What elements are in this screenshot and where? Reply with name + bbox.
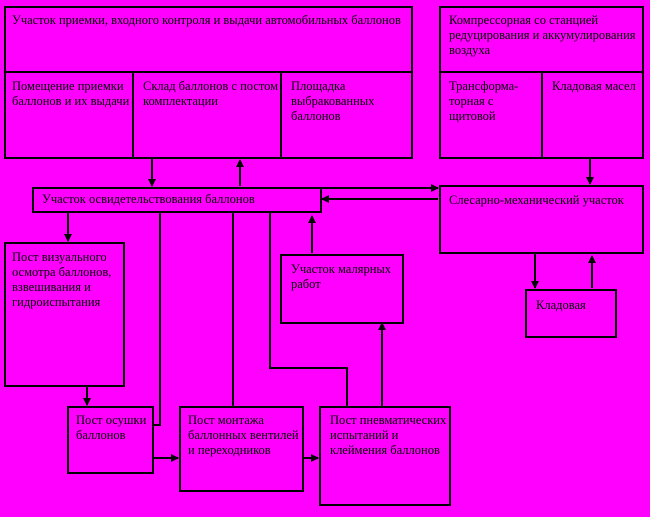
- drying-post: [67, 406, 154, 474]
- reception-section-title: Участок приемки, входного контроля и выд…: [12, 13, 401, 27]
- storeroom-label: Кладовая: [536, 298, 586, 312]
- certification-section: [32, 187, 322, 213]
- compressor-section-title: Компрессорная со станцией редуцирования …: [449, 13, 636, 57]
- certification-section-label: Участок освидетельствования баллонов: [42, 192, 255, 206]
- drying-post-label: Пост осушки баллонов: [76, 413, 147, 442]
- pneumatic-post-label: Пост пневматических испытаний и клеймени…: [330, 413, 447, 457]
- painting-section-label: Участок малярных работ: [291, 262, 392, 291]
- reception-room-3: Площадка выбракованных баллонов: [291, 79, 375, 123]
- valve-post: [179, 406, 304, 492]
- line-certification-to-drying: [154, 212, 161, 426]
- reception-rooms-row: [4, 71, 413, 159]
- compressor-room-2: Кладовая масел: [552, 79, 636, 93]
- compressor-room-1: Трансформа-торная с щитовой: [449, 79, 519, 123]
- inspection-post-label: Пост визуального осмотра баллонов, взвеш…: [12, 250, 112, 309]
- storeroom: [525, 289, 617, 338]
- inspection-post: [4, 242, 125, 387]
- compressor-room-divider: [541, 71, 543, 159]
- mechanical-section: [439, 185, 644, 254]
- valve-post-label: Пост монтажа баллонных вентилей и перехо…: [188, 413, 299, 457]
- reception-room-divider-1: [132, 71, 282, 159]
- mechanical-section-label: Слесарно-механический участок: [449, 193, 624, 207]
- pneumatic-post: [319, 406, 451, 506]
- painting-section: [280, 254, 404, 324]
- reception-room-2: Склад баллонов с постом комплектации: [143, 79, 279, 108]
- line-certification-to-pneumatic: [269, 212, 348, 406]
- reception-room-1: Помещение приемки баллонов и их выдачи: [12, 79, 130, 108]
